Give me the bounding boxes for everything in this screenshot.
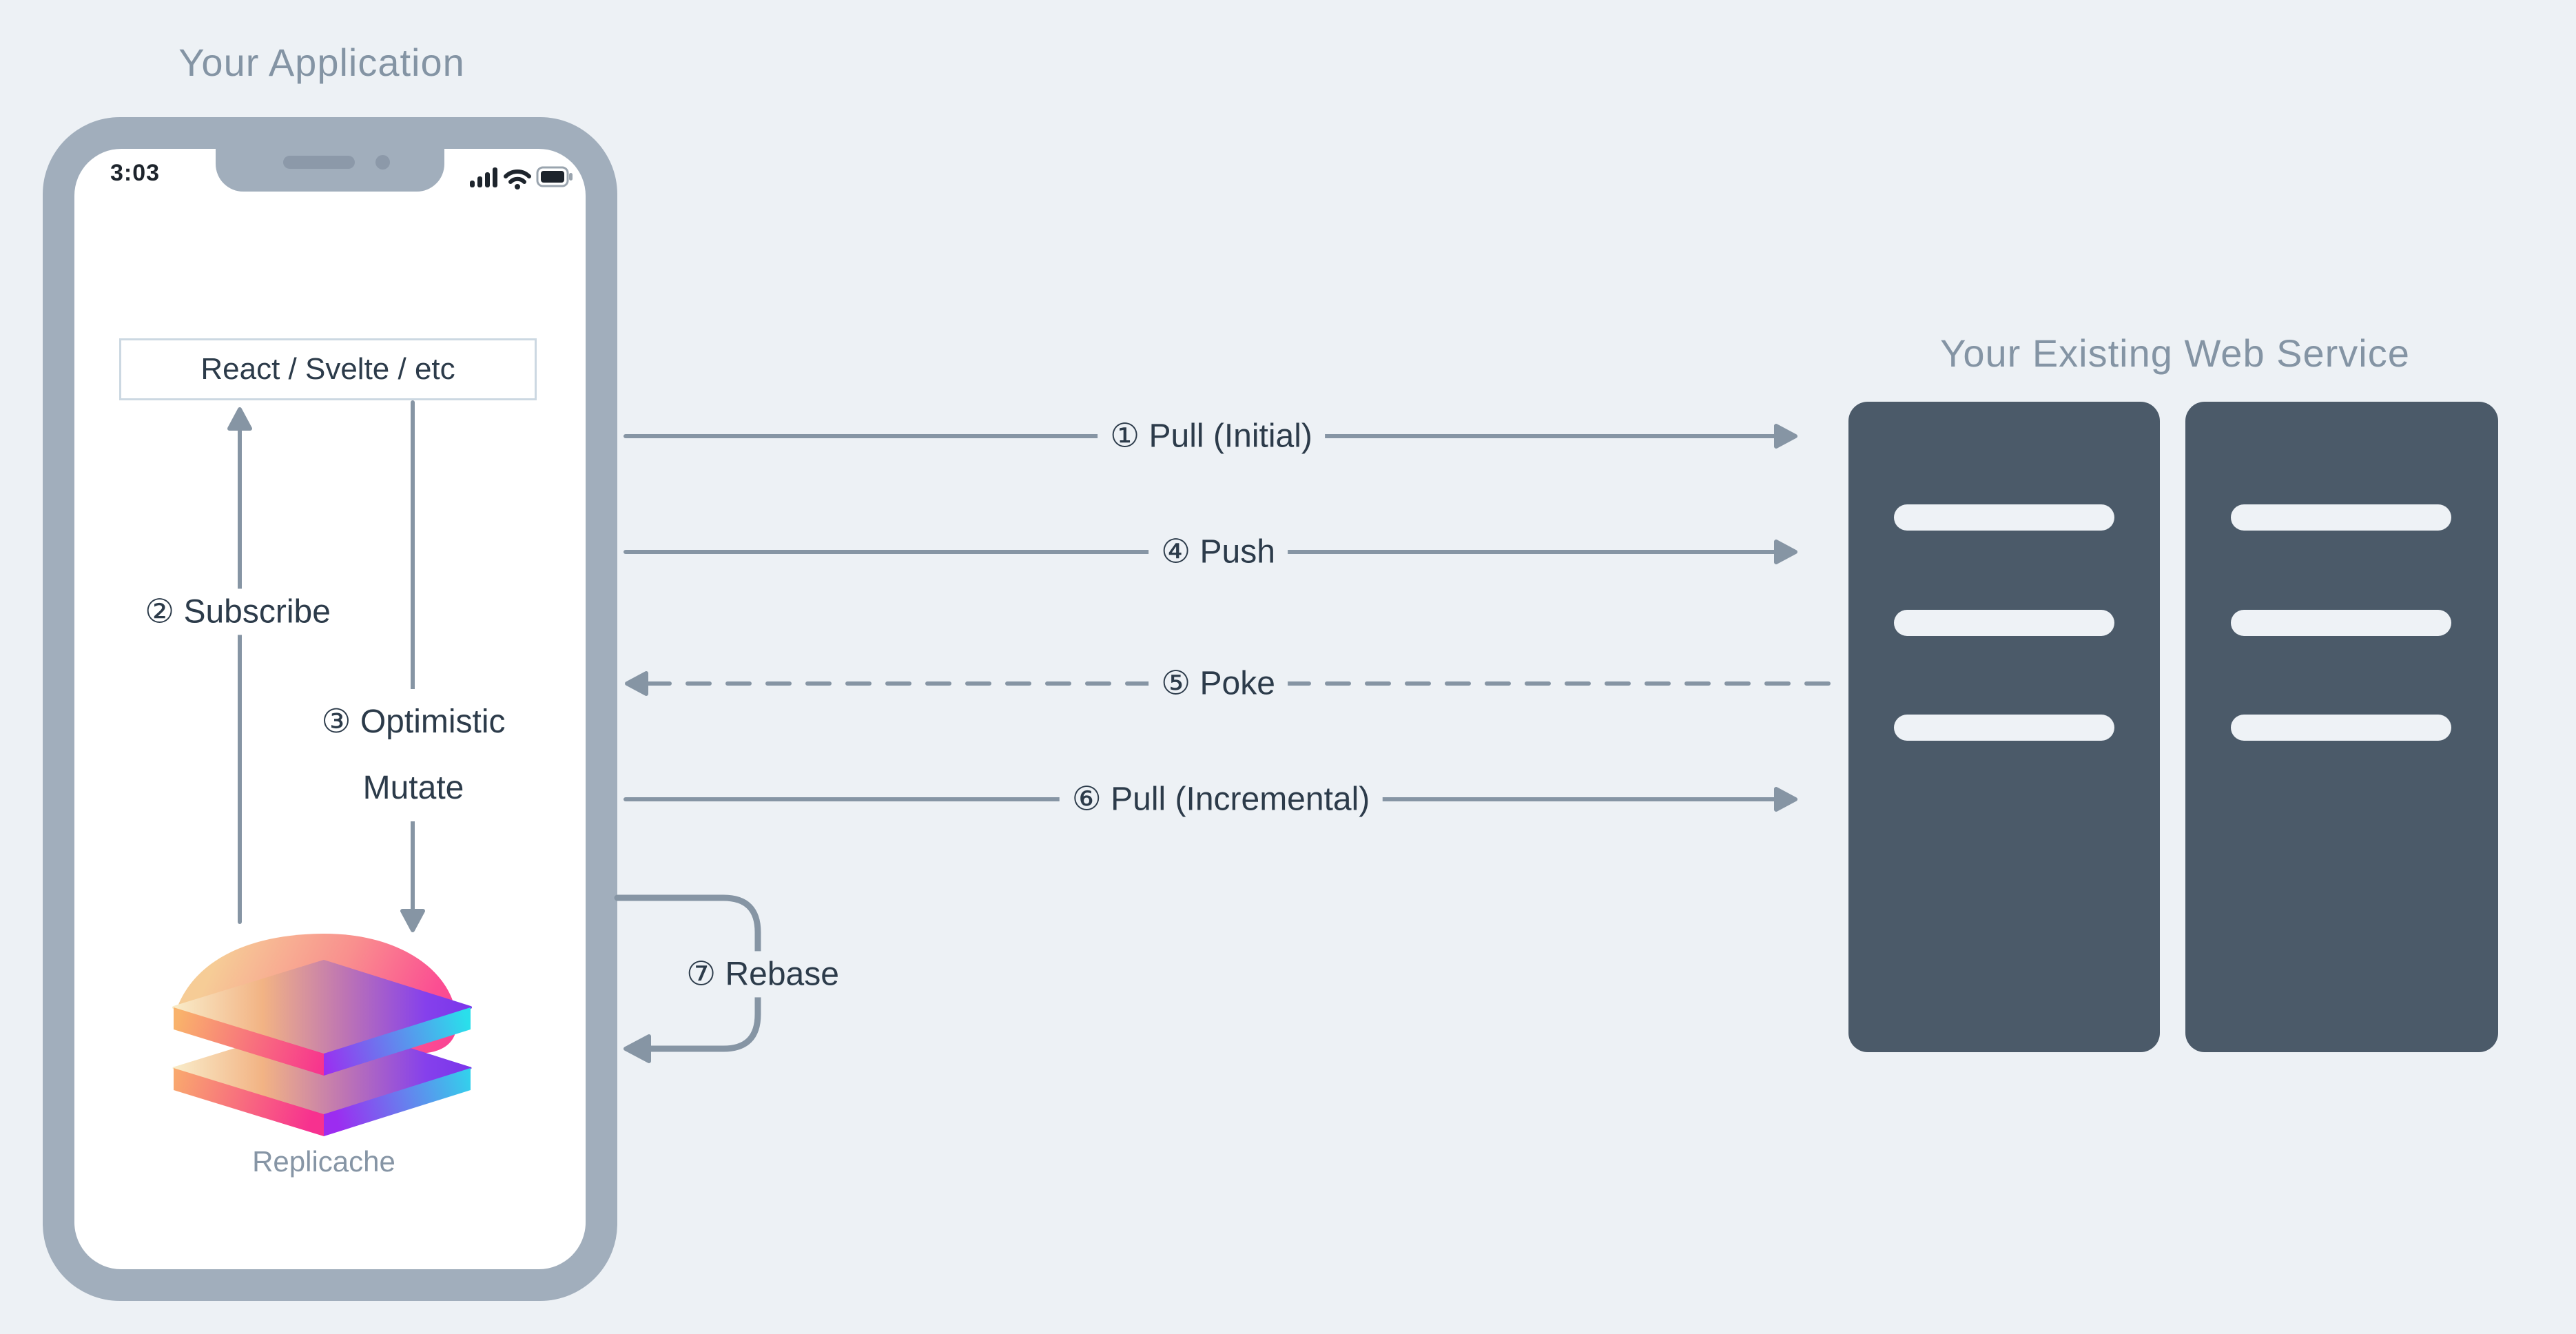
rebase-label: ⑦ Rebase [674, 951, 852, 998]
replicache-label: Replicache [252, 1145, 395, 1178]
signal-bars-icon [470, 167, 497, 187]
replicache-logo-icon [172, 933, 472, 1136]
rebase-arrowhead [624, 1034, 651, 1063]
ui-framework-label: React / Svelte / etc [200, 352, 455, 386]
logo-middle-layer [172, 960, 472, 1076]
server-slot [2231, 504, 2451, 531]
push-label: ④ Push [1148, 529, 1288, 575]
battery-icon [536, 166, 573, 187]
pull-incremental-label: ⑥ Pull (Incremental) [1059, 776, 1383, 823]
pull-initial-label: ① Pull (Initial) [1098, 413, 1325, 460]
server-slot [1894, 504, 2114, 531]
server-slot [2231, 715, 2451, 741]
wifi-icon [504, 169, 531, 189]
pull-initial-arrowhead [1774, 424, 1797, 449]
status-bar-icons [470, 166, 573, 189]
push-arrowhead [1774, 540, 1797, 564]
server-slot [2231, 610, 2451, 636]
server-slot [1894, 715, 2114, 741]
server-block-1 [1848, 402, 2160, 1052]
web-service-title: Your Existing Web Service [1940, 331, 2410, 375]
phone-notch [216, 149, 444, 192]
optimistic-mutate-label: ③ Optimistic Mutate [309, 689, 518, 821]
server-block-2 [2185, 402, 2498, 1052]
poke-label: ⑤ Poke [1148, 660, 1288, 707]
poke-arrowhead [625, 671, 648, 696]
optimistic-mutate-line1: ③ Optimistic [321, 704, 506, 740]
subscribe-label: ② Subscribe [132, 588, 343, 635]
pull-incremental-arrowhead [1774, 787, 1797, 812]
status-bar-time: 3:03 [110, 160, 161, 186]
ui-framework-box: React / Svelte / etc [119, 338, 537, 400]
phone-speaker-icon [283, 156, 355, 169]
optimistic-mutate-line2: Mutate [362, 770, 464, 806]
your-application-title: Your Application [178, 41, 465, 84]
phone-camera-icon [375, 155, 390, 170]
server-slot [1894, 610, 2114, 636]
